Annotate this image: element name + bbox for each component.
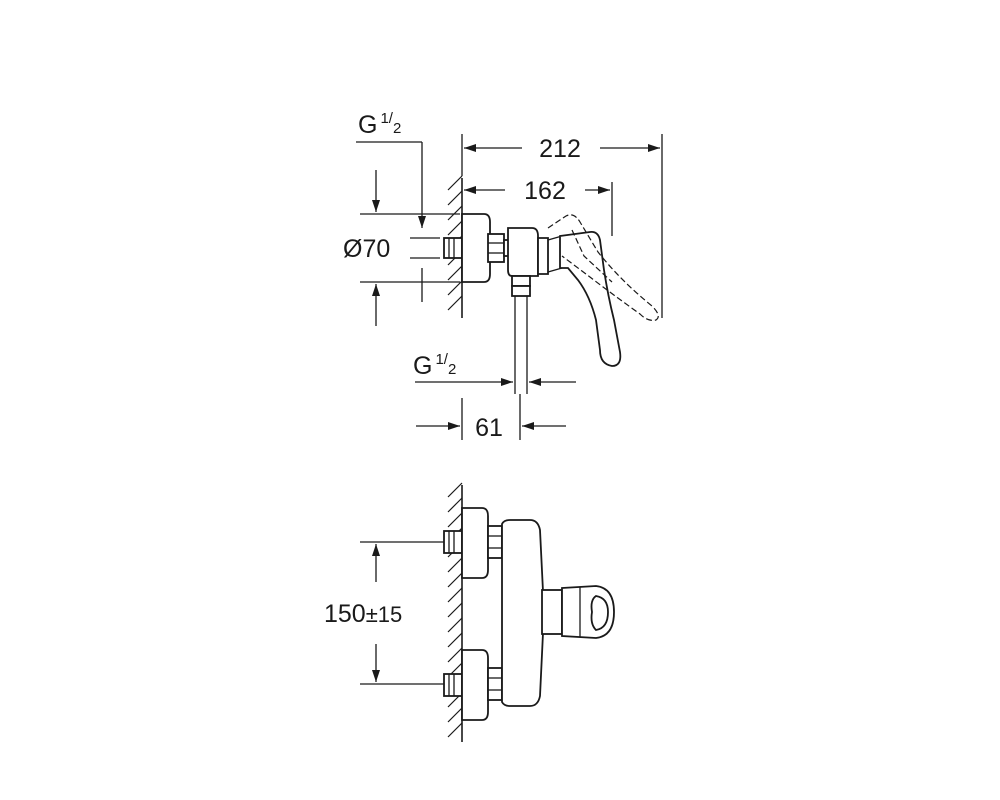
upper-inlet-front: [443, 507, 503, 579]
dimension-150: 150±15: [324, 541, 444, 685]
thread-bottom-num: 1: [435, 351, 443, 368]
inlet-pipe-side: [443, 237, 463, 259]
dimension-diameter: Ø70: [343, 170, 460, 326]
center-tolerance-label: ±15: [366, 602, 403, 627]
svg-text:G1/2: G1/2: [413, 351, 456, 380]
wall-front: [447, 482, 463, 742]
dimension-212: 212: [461, 134, 663, 318]
mixer-body-front: [501, 519, 545, 707]
front-view: 150±15: [324, 482, 615, 742]
dimension-162-label: 162: [524, 177, 566, 205]
connection-nut-side: [487, 233, 511, 263]
lower-inlet-front: [443, 649, 503, 721]
mixer-body-side: [507, 227, 539, 277]
thread-top-g: G: [358, 111, 377, 139]
dimension-61-label: 61: [475, 414, 503, 442]
thread-top-den: 2: [393, 120, 401, 137]
svg-text:150±15: 150±15: [324, 600, 402, 628]
thread-top-num: 1: [380, 110, 388, 127]
dimension-212-label: 212: [539, 135, 581, 163]
center-distance-label: 150: [324, 600, 366, 628]
lever-handle-dashed: [547, 214, 659, 321]
cartridge-side: [537, 237, 549, 275]
diameter-label: Ø70: [343, 235, 390, 263]
dimension-61: 61: [416, 394, 566, 442]
cartridge-front: [541, 585, 615, 639]
svg-text:G1/2: G1/2: [358, 110, 401, 139]
thread-bottom-den: 2: [448, 361, 456, 378]
outlet-side: [511, 275, 531, 394]
dimension-162: 162: [464, 177, 613, 236]
escutcheon-side: [461, 213, 491, 283]
thread-bottom-g: G: [413, 352, 432, 380]
lever-handle-side: [559, 231, 622, 367]
